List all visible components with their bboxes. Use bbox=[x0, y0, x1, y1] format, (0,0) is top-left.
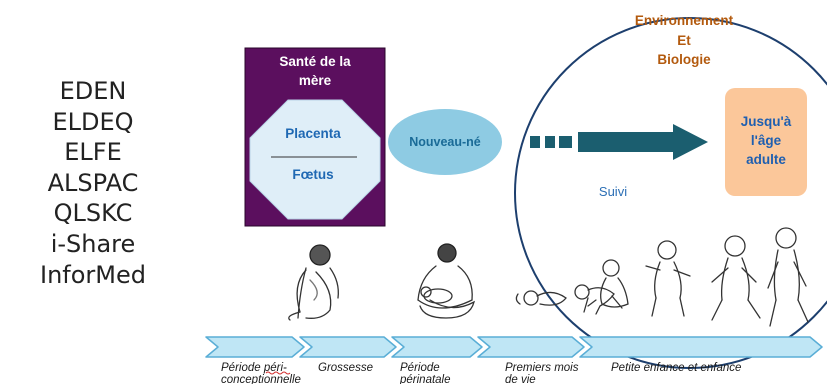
placenta-label: Placenta bbox=[285, 126, 341, 141]
timeline bbox=[205, 336, 823, 358]
environment-title: Environnement Et Biologie bbox=[635, 13, 734, 67]
crawling-baby-icon bbox=[574, 284, 623, 315]
toddler-icon bbox=[645, 240, 691, 317]
environment-line3: Biologie bbox=[657, 52, 711, 67]
mother-with-baby-illustration bbox=[417, 243, 475, 319]
pregnant-woman-illustration bbox=[288, 244, 339, 321]
perinatal-label-1: Période bbox=[400, 362, 440, 374]
periconceptional-label-2: conceptionnelle bbox=[221, 374, 301, 384]
timeline-chevron bbox=[579, 336, 823, 358]
periconceptional-label-1: Période péri- bbox=[221, 362, 287, 374]
childhood-label: Petite enfance et enfance bbox=[611, 362, 741, 374]
newborn-ellipse bbox=[388, 109, 502, 175]
lying-baby-icon bbox=[515, 290, 567, 306]
adult-line3: adulte bbox=[746, 152, 786, 167]
environment-line1: Environnement bbox=[635, 13, 734, 28]
mother-title-line2: mère bbox=[299, 73, 332, 88]
cohort-item: i-Share bbox=[50, 229, 136, 258]
timeline-labels: Période péri- conceptionnelle Grossesse … bbox=[221, 362, 741, 384]
cohort-item: EDEN bbox=[59, 77, 127, 105]
adult-line2: l'âge bbox=[751, 133, 782, 148]
timeline-chevron bbox=[299, 336, 397, 358]
first-months-label-1: Premiers mois bbox=[505, 362, 579, 374]
timeline-chevron bbox=[477, 336, 585, 358]
follow-up-label: Suivi bbox=[599, 184, 627, 199]
cohort-item: ELFE bbox=[64, 138, 122, 167]
mother-title-line1: Santé de la bbox=[279, 54, 351, 69]
cohort-list: EDEN ELDEQ ELFE ALSPAC QLSKC i-Share Inf… bbox=[18, 76, 168, 290]
older-child-icon bbox=[767, 227, 809, 327]
cohort-item: QLSKC bbox=[53, 199, 133, 228]
environment-line2: Et bbox=[677, 33, 691, 48]
child-growth-illustrations bbox=[515, 227, 809, 327]
cohort-item: InforMed bbox=[40, 260, 146, 289]
spellcheck-underline bbox=[265, 371, 291, 375]
placenta-foetus-octagon bbox=[249, 99, 381, 220]
first-months-label-2: de vie bbox=[505, 374, 536, 384]
sitting-baby-icon bbox=[587, 259, 629, 308]
pregnancy-label: Grossesse bbox=[318, 362, 373, 374]
child-icon bbox=[711, 235, 761, 321]
adult-line1: Jusqu'à bbox=[741, 114, 792, 129]
cohort-item: ELDEQ bbox=[52, 107, 134, 136]
timeline-chevron bbox=[391, 336, 483, 358]
environment-circle bbox=[514, 17, 827, 369]
follow-up-arrow bbox=[530, 124, 708, 160]
timeline-chevron bbox=[205, 336, 305, 358]
cohort-item: ALSPAC bbox=[47, 168, 139, 197]
foetus-label: Fœtus bbox=[292, 167, 333, 182]
adult-box bbox=[725, 88, 807, 196]
newborn-label: Nouveau-né bbox=[409, 135, 481, 149]
perinatal-label-2: périnatale bbox=[399, 374, 451, 384]
